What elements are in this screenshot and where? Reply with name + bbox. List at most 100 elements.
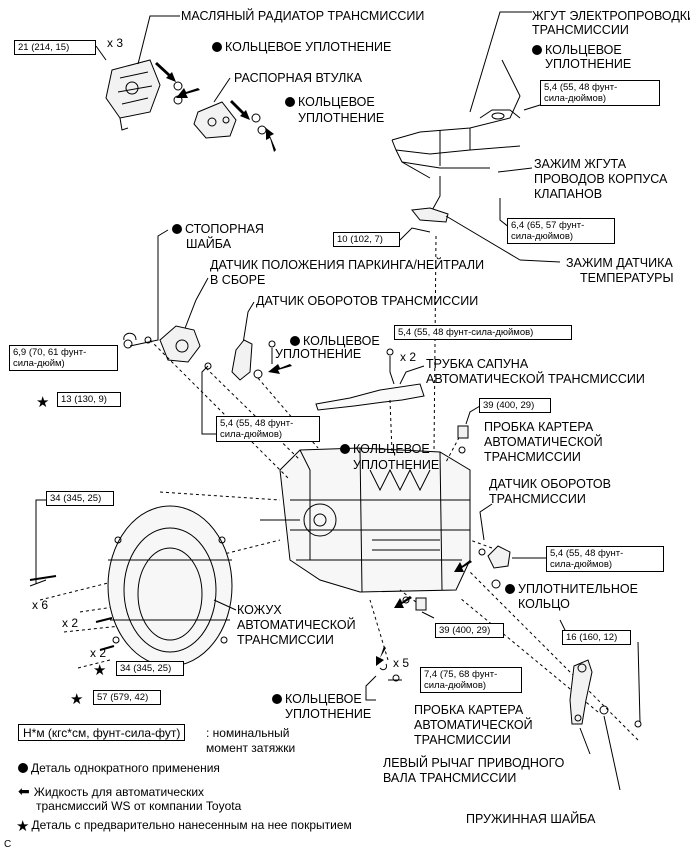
torque-21: 21 (214, 15) — [14, 40, 96, 55]
precoated-star-icon: ★ — [70, 691, 84, 708]
label-harness-clamp-line3: КЛАПАНОВ — [534, 187, 603, 201]
label-o-ring-1: КОЛЬЦЕВОЕ УПЛОТНЕНИЕ — [212, 40, 391, 54]
label-wire-harness: ЖГУТ ЭЛЕКТРОПРОВОДКИ — [532, 9, 690, 23]
label-housing-line2: АВТОМАТИЧЕСКОЙ — [237, 618, 356, 632]
label-speed-sensor-2: ДАТЧИК ОБОРОТОВ — [489, 477, 611, 491]
precoated-star-3: ★ — [70, 691, 85, 707]
precoated-star-icon: ★ — [93, 662, 107, 679]
torque-6-4: 6,4 (65, 57 фунт-сила-дюймов) — [507, 218, 615, 244]
qty-x2-b: x 2 — [90, 646, 107, 660]
oil-cooler-part — [105, 59, 161, 131]
label-spring-washer: ПРУЖИННАЯ ШАЙБА — [466, 812, 596, 826]
torque-6-9: 6,9 (70, 61 фунт-сила-дюйм) — [9, 345, 118, 371]
corner-code: C — [4, 839, 12, 850]
o-ring — [173, 81, 183, 91]
temp-clamp-part — [411, 207, 449, 223]
label-seal-ring: УПЛОТНИТЕЛЬНОЕ — [505, 582, 638, 596]
legend-fluid: ⬅Жидкость для автоматических — [18, 783, 205, 799]
label-park-neutral-line2: В СБОРЕ — [210, 273, 266, 287]
label-housing-line3: ТРАНСМИССИИ — [237, 633, 334, 647]
label-oil-cooler: МАСЛЯНЫЙ РАДИАТОР ТРАНСМИССИИ — [181, 9, 425, 23]
legend-precoated: ★Деталь с предварительно нанесенным на н… — [16, 818, 352, 835]
torque-7-4: 7,4 (75, 68 фунт-сила-дюймов) — [420, 667, 522, 693]
label-temp-clamp: ЗАЖИМ ДАТЧИКА — [566, 256, 673, 270]
fluid-arrow-icon: ⬅ — [18, 783, 30, 799]
label-seal-ring-line2: КОЛЬЦО — [518, 597, 570, 611]
label-o-ring-3-line2: УПЛОТНЕНИЕ — [545, 57, 632, 71]
spacer-part — [193, 101, 237, 139]
label-o-ring-4: КОЛЬЦЕВОЕ — [290, 334, 380, 348]
label-lever: ЛЕВЫЙ РЫЧАГ ПРИВОДНОГО — [383, 756, 565, 770]
housing-part — [107, 505, 233, 667]
transmission-part — [260, 447, 471, 593]
label-speed-sensor-1: ДАТЧИК ОБОРОТОВ ТРАНСМИССИИ — [256, 294, 479, 308]
single-use-icon — [532, 45, 542, 55]
single-use-icon — [290, 336, 300, 346]
label-o-ring-2-line2: УПЛОТНЕНИЕ — [298, 111, 385, 125]
speed-sensor-2-part — [487, 545, 511, 569]
qty-x3: x 3 — [107, 36, 124, 50]
label-breather-line2: АВТОМАТИЧЕСКОЙ ТРАНСМИССИИ — [426, 372, 645, 386]
label-o-ring-2: КОЛЬЦЕВОЕ — [285, 95, 375, 109]
single-use-icon — [18, 763, 28, 773]
precoated-star-icon: ★ — [36, 394, 50, 411]
lock-washer — [123, 339, 133, 349]
precoated-star-1: ★ — [36, 394, 51, 410]
label-o-ring-3: КОЛЬЦЕВОЕ — [532, 43, 622, 57]
label-o-ring-5-line2: УПЛОТНЕНИЕ — [353, 458, 440, 472]
label-housing: КОЖУХ — [237, 603, 282, 617]
label-drain-plug-2-line3: ТРАНСМИССИИ — [414, 733, 511, 747]
label-drain-plug-1-line2: АВТОМАТИЧЕСКОЙ — [484, 435, 603, 449]
torque-5-4-speed: 5,4 (55, 48 фунт-сила-дюймов) — [546, 546, 664, 572]
label-wire-harness-line2: ТРАНСМИССИИ — [532, 23, 629, 37]
label-speed-sensor-2-line2: ТРАНСМИССИИ — [489, 492, 586, 506]
label-harness-clamp: ЗАЖИМ ЖГУТА — [534, 157, 627, 171]
torque-5-4-harness: 5,4 (55, 48 фунт-сила-дюймов) — [540, 80, 660, 106]
single-use-icon — [272, 694, 282, 704]
legend-torque-box: Н*м (кгс*см, фунт-сила-фут) — [18, 724, 186, 741]
legend-torque-desc-line2: момент затяжки — [206, 741, 296, 755]
label-park-neutral: ДАТЧИК ПОЛОЖЕНИЯ ПАРКИНГА/НЕЙТРАЛИ — [210, 258, 485, 272]
single-use-icon — [340, 444, 350, 454]
wire-harness-part — [391, 59, 521, 179]
torque-34-top: 34 (345, 25) — [46, 491, 114, 506]
label-lock-washer: СТОПОРНАЯ — [172, 222, 264, 236]
qty-x2-a: x 2 — [62, 616, 79, 630]
label-lock-washer-line2: ШАЙБА — [186, 237, 232, 251]
qty-x2-breather: x 2 — [400, 350, 417, 364]
torque-34-bottom: 34 (345, 25) — [116, 661, 184, 676]
o-ring — [251, 113, 261, 123]
fluid-arrows — [155, 62, 472, 666]
speed-sensor-1-part — [231, 339, 253, 381]
label-o-ring-6: КОЛЬЦЕВОЕ — [272, 692, 362, 706]
legend-fluid-line2: трансмиссий WS от компании Toyota — [36, 799, 242, 813]
torque-13: 13 (130, 9) — [57, 392, 121, 407]
label-temp-clamp-line2: ТЕМПЕРАТУРЫ — [580, 271, 674, 285]
label-o-ring-6-line2: УПЛОТНЕНИЕ — [285, 707, 372, 721]
qty-x5: x 5 — [393, 656, 410, 670]
legend-torque-desc: : номинальный — [206, 726, 290, 740]
single-use-icon — [172, 224, 182, 234]
torque-39-top: 39 (400, 29) — [479, 398, 551, 413]
precoated-star-2: ★ — [93, 662, 108, 678]
torque-57: 57 (579, 42) — [93, 690, 161, 705]
label-o-ring-4-line2: УПЛОТНЕНИЕ — [275, 347, 362, 361]
o-ring — [257, 125, 267, 135]
torque-16: 16 (160, 12) — [562, 630, 631, 645]
qty-x6: x 6 — [32, 598, 49, 612]
label-drain-plug-1-line3: ТРАНСМИССИИ — [484, 450, 581, 464]
label-breather: ТРУБКА САПУНА — [426, 357, 529, 371]
label-drain-plug-2: ПРОБКА КАРТЕРА — [414, 703, 524, 717]
single-use-icon — [285, 97, 295, 107]
label-drain-plug-2-line2: АВТОМАТИЧЕСКОЙ — [414, 718, 533, 732]
torque-39-bottom: 39 (400, 29) — [435, 623, 504, 638]
single-use-icon — [505, 584, 515, 594]
precoated-star-icon: ★ — [16, 818, 30, 835]
breather-tube-part — [315, 348, 425, 411]
torque-10: 10 (102, 7) — [333, 232, 400, 247]
torque-5-4-sensor: 5,4 (55, 48 фунт-сила-дюймов) — [216, 416, 320, 442]
label-o-ring-5: КОЛЬЦЕВОЕ — [340, 442, 430, 456]
torque-5-4-long: 5,4 (55, 48 фунт-сила-дюймов) — [394, 325, 572, 340]
park-neutral-switch-part — [159, 325, 201, 363]
